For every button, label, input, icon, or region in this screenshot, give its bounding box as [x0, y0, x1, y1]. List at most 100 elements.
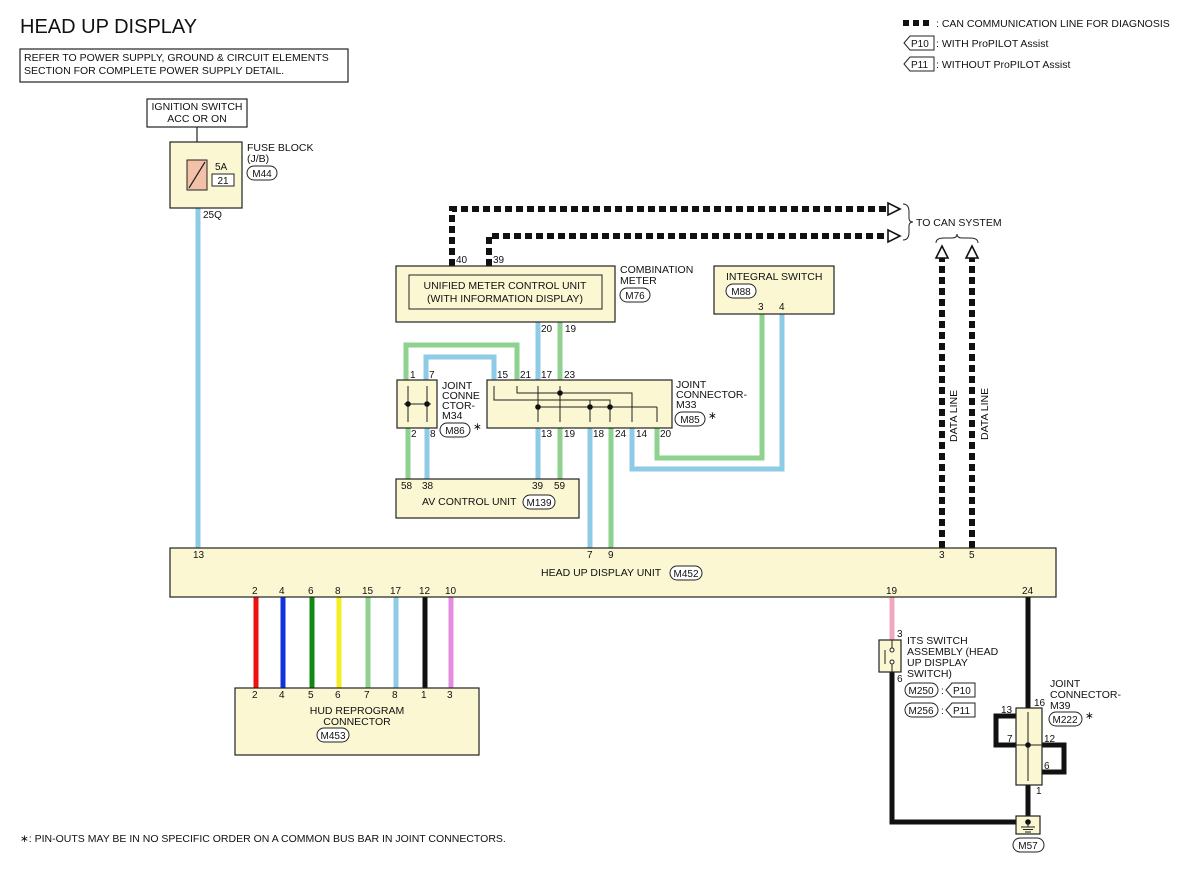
pin: 7: [587, 550, 593, 561]
pin: 1: [421, 690, 427, 701]
ignition-line-1: IGNITION SWITCH: [152, 101, 243, 113]
jc34-conn-tag: [439, 422, 471, 438]
switch-contact-icon: [889, 659, 895, 665]
its-line-3: UP DISPLAY: [907, 657, 968, 669]
wire-m39-13-7-loop: [993, 713, 1016, 748]
joint-connector-m33: [486, 379, 673, 429]
pin: 24: [1022, 586, 1034, 597]
pin: 7: [1007, 734, 1013, 745]
jc39-line-2: CONNECTOR-: [1050, 689, 1121, 701]
combo-line-1: UNIFIED METER CONTROL UNIT: [424, 280, 588, 292]
combo-side-1: COMBINATION: [620, 264, 693, 276]
pin: 17: [541, 370, 553, 381]
hud-reprogram-connector: [234, 687, 480, 756]
its-line-4: SWITCH): [907, 668, 952, 680]
pin: 8: [430, 429, 436, 440]
head-up-display-unit: [169, 547, 1057, 598]
ground-icon: [1021, 822, 1035, 833]
splice-dot: [424, 401, 430, 407]
fuse-amp: 5A: [215, 162, 228, 173]
its-p11-tag: [945, 702, 976, 718]
pin: 15: [497, 370, 509, 381]
fuse-element: [188, 161, 206, 189]
jc33-line-1: JOINT: [676, 379, 707, 391]
pin: 2: [411, 429, 417, 440]
pin: 15: [362, 586, 374, 597]
pin: 20: [541, 324, 553, 335]
wire-m34-1-to-m33-21: [403, 342, 520, 380]
footnote: ∗: PIN-OUTS MAY BE IN NO SPECIFIC ORDER …: [20, 833, 506, 845]
fuse-conn-tag: [246, 165, 278, 181]
arrow-right-icon: [887, 228, 902, 244]
reprog-conn-tag: [316, 727, 350, 743]
legend: : CAN COMMUNICATION LINE FOR DIAGNOSIS P…: [903, 18, 1170, 72]
jc33-line-3: M33: [676, 399, 697, 411]
pin: 19: [886, 586, 898, 597]
pin: 13: [1001, 705, 1013, 716]
pin: 7: [429, 370, 435, 381]
its-tag1: P10: [953, 686, 971, 697]
pin: 39: [493, 255, 505, 266]
fuse-num: 21: [217, 176, 229, 187]
wire-its-6-to-ground: [889, 672, 1028, 825]
m33-bus: [493, 386, 658, 422]
legend-can-text: : CAN COMMUNICATION LINE FOR DIAGNOSIS: [936, 18, 1170, 30]
fuse-sub: (J/B): [247, 153, 269, 165]
legend-p10-tag-text: P10: [911, 39, 929, 50]
ignition-line-2: ACC OR ON: [167, 113, 227, 125]
arrow-up-icon: [934, 244, 950, 259]
data-line-label-5: DATA LINE: [979, 388, 991, 440]
jc33-line-2: CONNECTOR-: [676, 389, 747, 401]
pin: 59: [554, 481, 566, 492]
legend-p10-tag: [903, 35, 935, 51]
pin: 4: [279, 690, 285, 701]
pin: 16: [1034, 698, 1046, 709]
can-brace: [902, 203, 914, 241]
its-sep-2: :: [941, 706, 944, 717]
ground-conn: M57: [1018, 841, 1038, 852]
splice-dot: [587, 404, 593, 410]
pin: 14: [636, 429, 648, 440]
note-line-2: SECTION FOR COMPLETE POWER SUPPLY DETAIL…: [24, 65, 284, 77]
jc34-conn: M86: [445, 426, 465, 437]
splice-dot: [405, 401, 411, 407]
combo-side-2: METER: [620, 275, 657, 287]
av-conn-tag: [522, 494, 556, 510]
pin: 19: [565, 324, 577, 335]
jc34-line-4: M34: [442, 410, 463, 422]
jc34-line-2: CONNE: [442, 390, 480, 402]
splice-dot: [607, 404, 613, 410]
note-line-1: REFER TO POWER SUPPLY, GROUND & CIRCUIT …: [24, 52, 329, 64]
pin: 20: [660, 429, 672, 440]
jc39-star: ∗: [1085, 710, 1094, 722]
hud-conn: M452: [673, 569, 698, 580]
its-tag2: P11: [953, 706, 970, 717]
switch-contact-icon: [889, 647, 895, 653]
pin: 8: [392, 690, 398, 701]
ground-conn-tag: [1012, 837, 1045, 853]
pin: 5: [969, 550, 975, 561]
splice-dot: [1025, 742, 1031, 748]
pin: 21: [520, 370, 532, 381]
pin: 6: [897, 674, 903, 685]
legend-p10-text: : WITH ProPILOT Assist: [936, 38, 1048, 50]
wire-m39-12-6-loop: [1042, 742, 1067, 775]
pin: 40: [456, 255, 468, 266]
pin: 2: [252, 586, 258, 597]
its-sep-1: :: [941, 686, 944, 697]
jc33-conn: M85: [680, 415, 700, 426]
note-box: [19, 48, 349, 83]
unified-meter-box: [408, 274, 603, 310]
wire-m33-20-to-integral-3: [654, 314, 765, 461]
jc33-conn-tag: [674, 411, 706, 427]
its-switch-assembly: [878, 639, 902, 673]
hud-conn-tag: [669, 565, 703, 581]
pin: 2: [252, 690, 258, 701]
jc39-conn: M222: [1052, 715, 1077, 726]
pin: 58: [401, 481, 413, 492]
integral-conn-tag: [725, 283, 757, 299]
pin: 6: [1044, 761, 1050, 772]
pin: 3: [939, 550, 945, 561]
jc39-conn-tag: [1048, 711, 1083, 727]
fuse-num-box: [211, 173, 235, 187]
